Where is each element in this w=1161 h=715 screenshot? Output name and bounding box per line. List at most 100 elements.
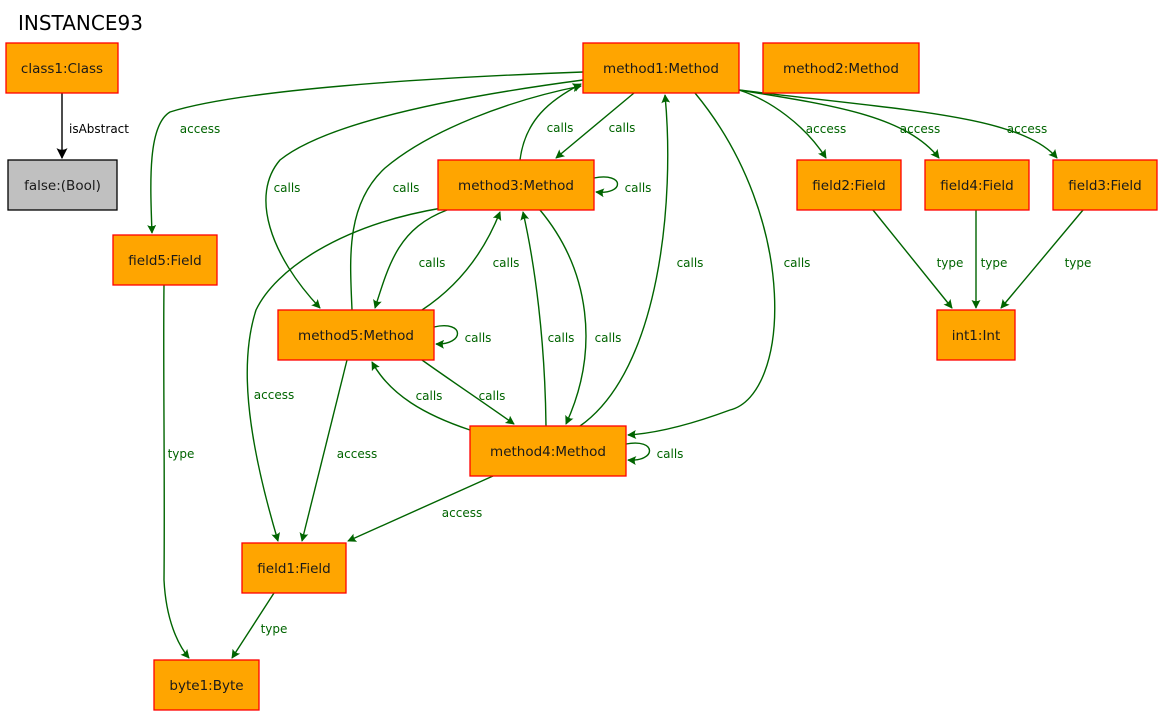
node-box-method3 xyxy=(437,159,595,211)
node-method3[interactable]: method3:Method xyxy=(437,159,595,211)
diagram-title: INSTANCE93 xyxy=(18,11,143,35)
node-label-int1: int1:Int xyxy=(952,328,1001,344)
edge-method4-access-field1 xyxy=(347,475,494,542)
edge-field1-type-byte1 xyxy=(231,592,275,659)
edge-method3-calls-method4 xyxy=(539,209,587,425)
edge-method1-access-field4 xyxy=(738,89,940,159)
edge-method4-calls-method5 xyxy=(371,361,471,431)
node-field1[interactable]: field1:Field xyxy=(241,542,347,594)
edge-label-field1-byte1: type xyxy=(261,622,288,636)
edge-method4-calls-method4 xyxy=(625,442,651,466)
node-field3[interactable]: field3:Field xyxy=(1052,159,1158,211)
edge-label-method1-method3: calls xyxy=(609,121,636,135)
edge-method3-calls-method3 xyxy=(593,176,619,198)
edge-method1-calls-method5 xyxy=(265,79,584,309)
node-label-method4: method4:Method xyxy=(490,444,606,460)
edge-labels-layer: isAbstract access calls calls calls calls call… xyxy=(69,121,1091,636)
edge-field5-type-byte1 xyxy=(163,284,190,659)
node-box-int1 xyxy=(936,309,1016,361)
node-false[interactable]: false:(Bool) xyxy=(7,159,118,211)
edge-label-method4-method5: calls xyxy=(416,389,443,403)
edge-field3-type-int1 xyxy=(1000,209,1084,309)
edge-label-method3-method5: calls xyxy=(419,256,446,270)
edge-label-method1-field2: access xyxy=(806,122,846,136)
node-label-field2: field2:Field xyxy=(812,178,885,194)
edge-method5-calls-method4 xyxy=(421,359,515,425)
edge-method5-calls-method3 xyxy=(421,211,502,311)
node-box-field3 xyxy=(1052,159,1158,211)
edge-method1-calls-method3 xyxy=(555,92,635,159)
edge-label-method5-method3: calls xyxy=(493,256,520,270)
edge-label-field4-int1: type xyxy=(981,256,1008,270)
edge-label-method3-method3: calls xyxy=(625,181,652,195)
node-box-method1 xyxy=(582,42,740,94)
edge-label-field3-int1: type xyxy=(1065,256,1092,270)
node-label-method5: method5:Method xyxy=(298,328,414,344)
node-label-method1: method1:Method xyxy=(603,61,719,77)
edge-method5-calls-method5 xyxy=(433,325,459,349)
edge-label-method4-method4: calls xyxy=(657,447,684,461)
edges-layer xyxy=(56,71,1084,659)
node-class1[interactable]: class1:Class xyxy=(5,42,119,94)
edge-method5-calls-method1 xyxy=(350,83,582,311)
edge-label-method5-method5: calls xyxy=(465,331,492,345)
edge-label-method4-field1: access xyxy=(442,506,482,520)
node-box-byte1 xyxy=(153,659,260,711)
edge-method5-access-field1 xyxy=(299,359,348,542)
node-field5[interactable]: field5:Field xyxy=(112,234,218,286)
node-label-field3: field3:Field xyxy=(1068,178,1141,194)
node-int1[interactable]: int1:Int xyxy=(936,309,1016,361)
node-box-field5 xyxy=(112,234,218,286)
edge-label-method3-field1: access xyxy=(254,388,294,402)
node-box-field2 xyxy=(796,159,902,211)
node-box-false xyxy=(7,159,118,211)
edge-method3-access-field1 xyxy=(246,207,443,542)
node-label-field4: field4:Field xyxy=(940,178,1013,194)
node-method1[interactable]: method1:Method xyxy=(582,42,740,94)
edge-label-method1-method5: calls xyxy=(274,181,301,195)
edge-method4-calls-method1 xyxy=(579,94,671,427)
edge-label-method5-method1: calls xyxy=(393,181,420,195)
edge-label-method4-method3: calls xyxy=(548,331,575,345)
node-label-method3: method3:Method xyxy=(458,178,574,194)
node-field2[interactable]: field2:Field xyxy=(796,159,902,211)
edge-label-method1-field5: access xyxy=(180,122,220,136)
node-label-field5: field5:Field xyxy=(128,253,201,269)
edge-label-method4-method1: calls xyxy=(677,256,704,270)
node-box-class1 xyxy=(5,42,119,94)
node-method5[interactable]: method5:Method xyxy=(277,309,435,361)
edge-method3-calls-method5 xyxy=(373,209,448,309)
nodes-layer: class1:Class false:(Bool) method1:Method me… xyxy=(5,42,1158,711)
edge-label-field5-byte1: type xyxy=(168,447,195,461)
node-label-method2: method2:Method xyxy=(783,61,899,77)
edge-method1-calls-method4 xyxy=(627,92,776,439)
edge-label-method5-field1: access xyxy=(337,447,377,461)
node-method4[interactable]: method4:Method xyxy=(469,425,627,477)
node-box-field4 xyxy=(924,159,1030,211)
edge-label-method3-method4: calls xyxy=(595,331,622,345)
node-label-byte1: byte1:Byte xyxy=(169,678,243,694)
node-label-false: false:(Bool) xyxy=(24,178,101,194)
edge-label-method1-field3: access xyxy=(1007,122,1047,136)
node-box-field1 xyxy=(241,542,347,594)
node-method2[interactable]: method2:Method xyxy=(762,42,920,94)
edge-label-class1-false: isAbstract xyxy=(69,122,129,136)
edge-method1-access-field3 xyxy=(738,89,1058,159)
edge-method3-calls-method1 xyxy=(519,83,582,161)
edge-field2-type-int1 xyxy=(872,209,953,309)
node-byte1[interactable]: byte1:Byte xyxy=(153,659,260,711)
edge-label-field2-int1: type xyxy=(937,256,964,270)
edge-label-method3-method1: calls xyxy=(547,121,574,135)
edge-label-method5-method4: calls xyxy=(479,389,506,403)
edge-method1-access-field5 xyxy=(147,71,584,234)
node-box-method4 xyxy=(469,425,627,477)
node-box-method5 xyxy=(277,309,435,361)
node-box-method2 xyxy=(762,42,920,94)
node-field4[interactable]: field4:Field xyxy=(924,159,1030,211)
edge-label-method1-method4: calls xyxy=(784,256,811,270)
node-label-class1: class1:Class xyxy=(21,61,103,77)
edge-method4-calls-method3 xyxy=(520,211,547,427)
node-label-field1: field1:Field xyxy=(257,561,330,577)
edge-label-method1-field4: access xyxy=(900,122,940,136)
